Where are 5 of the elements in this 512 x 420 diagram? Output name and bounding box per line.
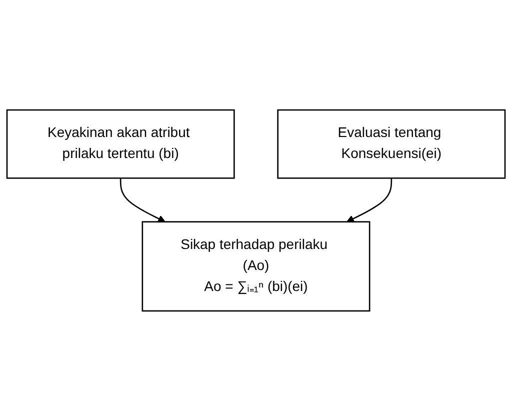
arrow — [120, 178, 166, 222]
node-box: Keyakinan akan atribut prilaku tertentu (bi) — [6, 108, 235, 178]
arrow — [346, 178, 392, 222]
node-box: Evaluasi tentang Konsekuensi(ei) — [277, 108, 506, 178]
node-box: Sikap terhadap perilaku (Ao) Ao = ∑ᵢ₌₁ⁿ (bi)(ei) — [142, 220, 370, 312]
